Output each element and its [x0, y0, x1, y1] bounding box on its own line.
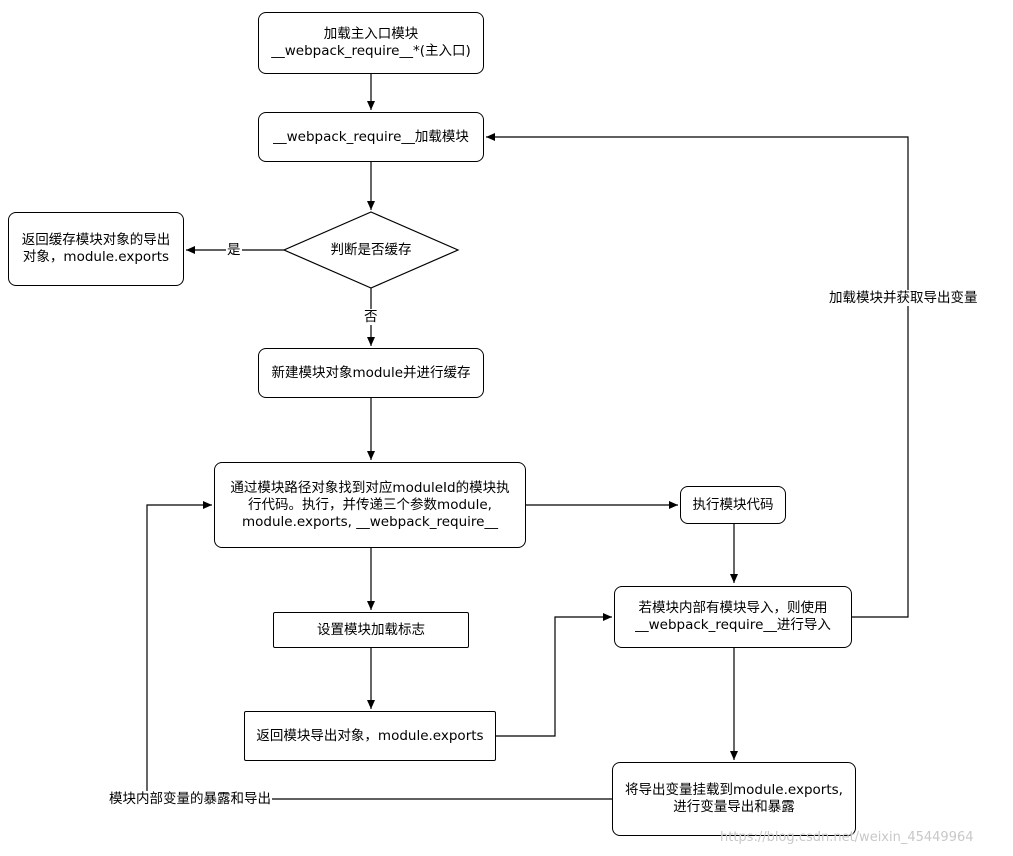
- node-mount-exports: 将导出变量挂载到module.exports, 进行变量导出和暴露: [612, 762, 856, 836]
- edge-label-yes: 是: [226, 242, 242, 258]
- node-load-main: 加载主入口模块 __webpack_require__*(主入口): [258, 12, 484, 74]
- node-exec-by-path-line1: 通过模块路径对象找到对应moduleId的模块执: [230, 479, 510, 496]
- node-return-cache-line2: 对象，module.exports: [22, 249, 170, 265]
- node-require-load: __webpack_require__加载模块: [258, 112, 484, 162]
- node-exec-by-path-line2: 行代码。执行，并传递三个参数module,: [248, 496, 492, 513]
- edge-import-loop: [486, 133, 909, 618]
- node-require-load-label: __webpack_require__加载模块: [273, 128, 469, 145]
- node-mount-exports-line2: 进行变量导出和暴露: [673, 799, 795, 815]
- edge-label-no: 否: [363, 309, 379, 325]
- node-set-flag: 设置模块加载标志: [273, 612, 469, 648]
- edge-label-load-and-get: 加载模块并获取导出变量: [828, 290, 979, 306]
- node-inner-import-line2: __webpack_require__进行导入: [635, 617, 831, 633]
- node-return-cache: 返回缓存模块对象的导出 对象，module.exports: [8, 212, 184, 286]
- edge-mount-back: [146, 501, 612, 800]
- node-return-exports-label: 返回模块导出对象，module.exports: [256, 727, 484, 744]
- node-exec-by-path-line3: module.exports, __webpack_require__: [242, 513, 498, 530]
- node-return-exports: 返回模块导出对象，module.exports: [244, 711, 496, 761]
- node-set-flag-label: 设置模块加载标志: [317, 621, 425, 638]
- edge-return-to-import: [496, 613, 612, 737]
- node-exec-by-path: 通过模块路径对象找到对应moduleId的模块执 行代码。执行，并传递三个参数m…: [214, 462, 526, 548]
- node-inner-import: 若模块内部有模块导入，则使用 __webpack_require__进行导入: [614, 586, 852, 648]
- node-inner-import-line1: 若模块内部有模块导入，则使用: [638, 600, 828, 616]
- node-new-module: 新建模块对象module并进行缓存: [258, 348, 484, 398]
- decision-diamond: [282, 211, 460, 289]
- node-mount-exports-line1: 将导出变量挂载到module.exports,: [625, 782, 843, 798]
- node-exec-code: 执行模块代码: [680, 486, 786, 524]
- node-exec-code-label: 执行模块代码: [692, 496, 774, 513]
- watermark: https://blog.csdn.net/weixin_45449964: [720, 830, 974, 845]
- node-new-module-label: 新建模块对象module并进行缓存: [271, 364, 471, 381]
- edge-label-expose-export: 模块内部变量的暴露和导出: [108, 791, 272, 807]
- decision-label: 判断是否缓存: [330, 242, 412, 258]
- node-return-cache-line1: 返回缓存模块对象的导出: [21, 232, 171, 248]
- node-load-main-line2: __webpack_require__*(主入口): [271, 43, 471, 59]
- node-load-main-line1: 加载主入口模块: [323, 26, 419, 42]
